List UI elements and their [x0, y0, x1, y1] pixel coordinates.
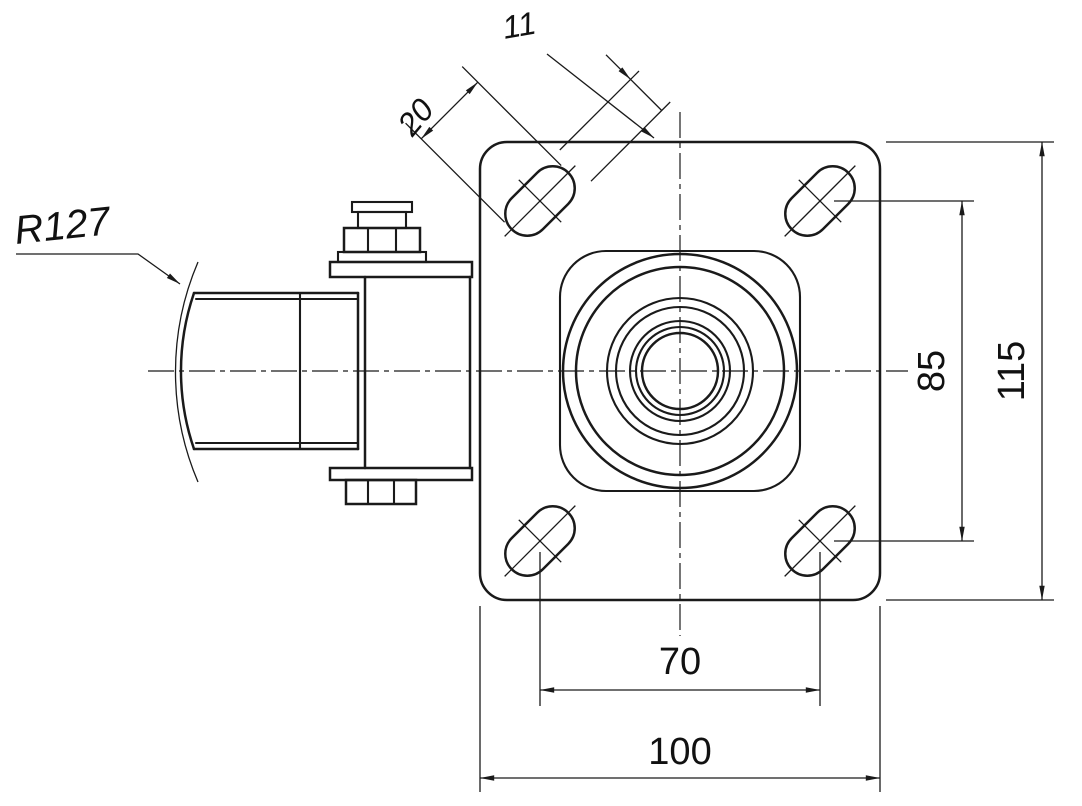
center-bore [640, 331, 720, 411]
swivel-bottom-plate [328, 466, 474, 482]
dimension-line [630, 78, 663, 111]
extension-line [405, 122, 506, 223]
dimension-text-slot-length: 20 [390, 92, 441, 143]
extension-line [461, 66, 562, 167]
plate-outline [478, 140, 882, 602]
dimension-bolt-spacing-horizontal: 70 [539, 552, 821, 706]
hex-nut-bottom [344, 478, 418, 506]
kingpin-bolt [336, 200, 428, 264]
slot-axis-short [518, 519, 562, 563]
bearing-circle-2 [574, 265, 786, 477]
slot-hole-bottom-left [504, 505, 576, 577]
slot-axis-short [798, 519, 842, 563]
bearing-circle-1 [561, 252, 799, 490]
center-boss-outline [558, 249, 802, 493]
swivel-top-plate [328, 260, 474, 279]
slot-axis-short [798, 179, 842, 223]
bearing-circle-3 [605, 296, 755, 446]
dimension-text-slot-width: 11 [500, 5, 539, 46]
bearing-circle-6 [634, 325, 726, 417]
extension-line [559, 70, 640, 151]
dimension-line [420, 81, 479, 140]
bolt-cap [350, 200, 414, 214]
bearing-circle-5 [628, 319, 732, 423]
slot-hole-top-right [784, 165, 856, 237]
centerlines [148, 112, 908, 636]
dimension-slot-length: 20 [390, 66, 562, 223]
bearing-circle-4 [614, 305, 746, 437]
tread-radius-arc [174, 261, 199, 483]
wheel-side-view [174, 200, 474, 506]
dimension-plate-height: 115 [886, 141, 1054, 601]
dimension-plate-width: 100 [479, 606, 881, 792]
dimension-text-bolt-spacing-vertical: 85 [911, 350, 953, 392]
slot-hole-top-left [504, 165, 576, 237]
slot-axis-short [518, 179, 562, 223]
hex-nut-top [342, 226, 422, 254]
outside-arrow [605, 54, 631, 80]
dimension-text-plate-width: 100 [648, 731, 711, 773]
radius-callout: R127 [12, 199, 181, 285]
mounting-plate-top-view [478, 140, 882, 602]
leader-line [546, 53, 655, 139]
extension-line [590, 101, 671, 182]
bottom-nut [344, 478, 418, 506]
wheel-left-arc [179, 291, 196, 451]
washer-top [336, 250, 428, 264]
bolt-neck [356, 210, 408, 230]
dimension-slot-width: 11 [500, 5, 671, 182]
dimension-text-bolt-spacing-horizontal: 70 [659, 641, 701, 683]
leader-line [16, 253, 181, 285]
dimension-bolt-spacing-vertical: 85 [834, 200, 974, 542]
slot-hole-bottom-right [784, 505, 856, 577]
swivel-bearing-circles [561, 252, 799, 490]
radius-text: R127 [12, 199, 113, 253]
dimension-text-plate-height: 115 [991, 341, 1033, 402]
